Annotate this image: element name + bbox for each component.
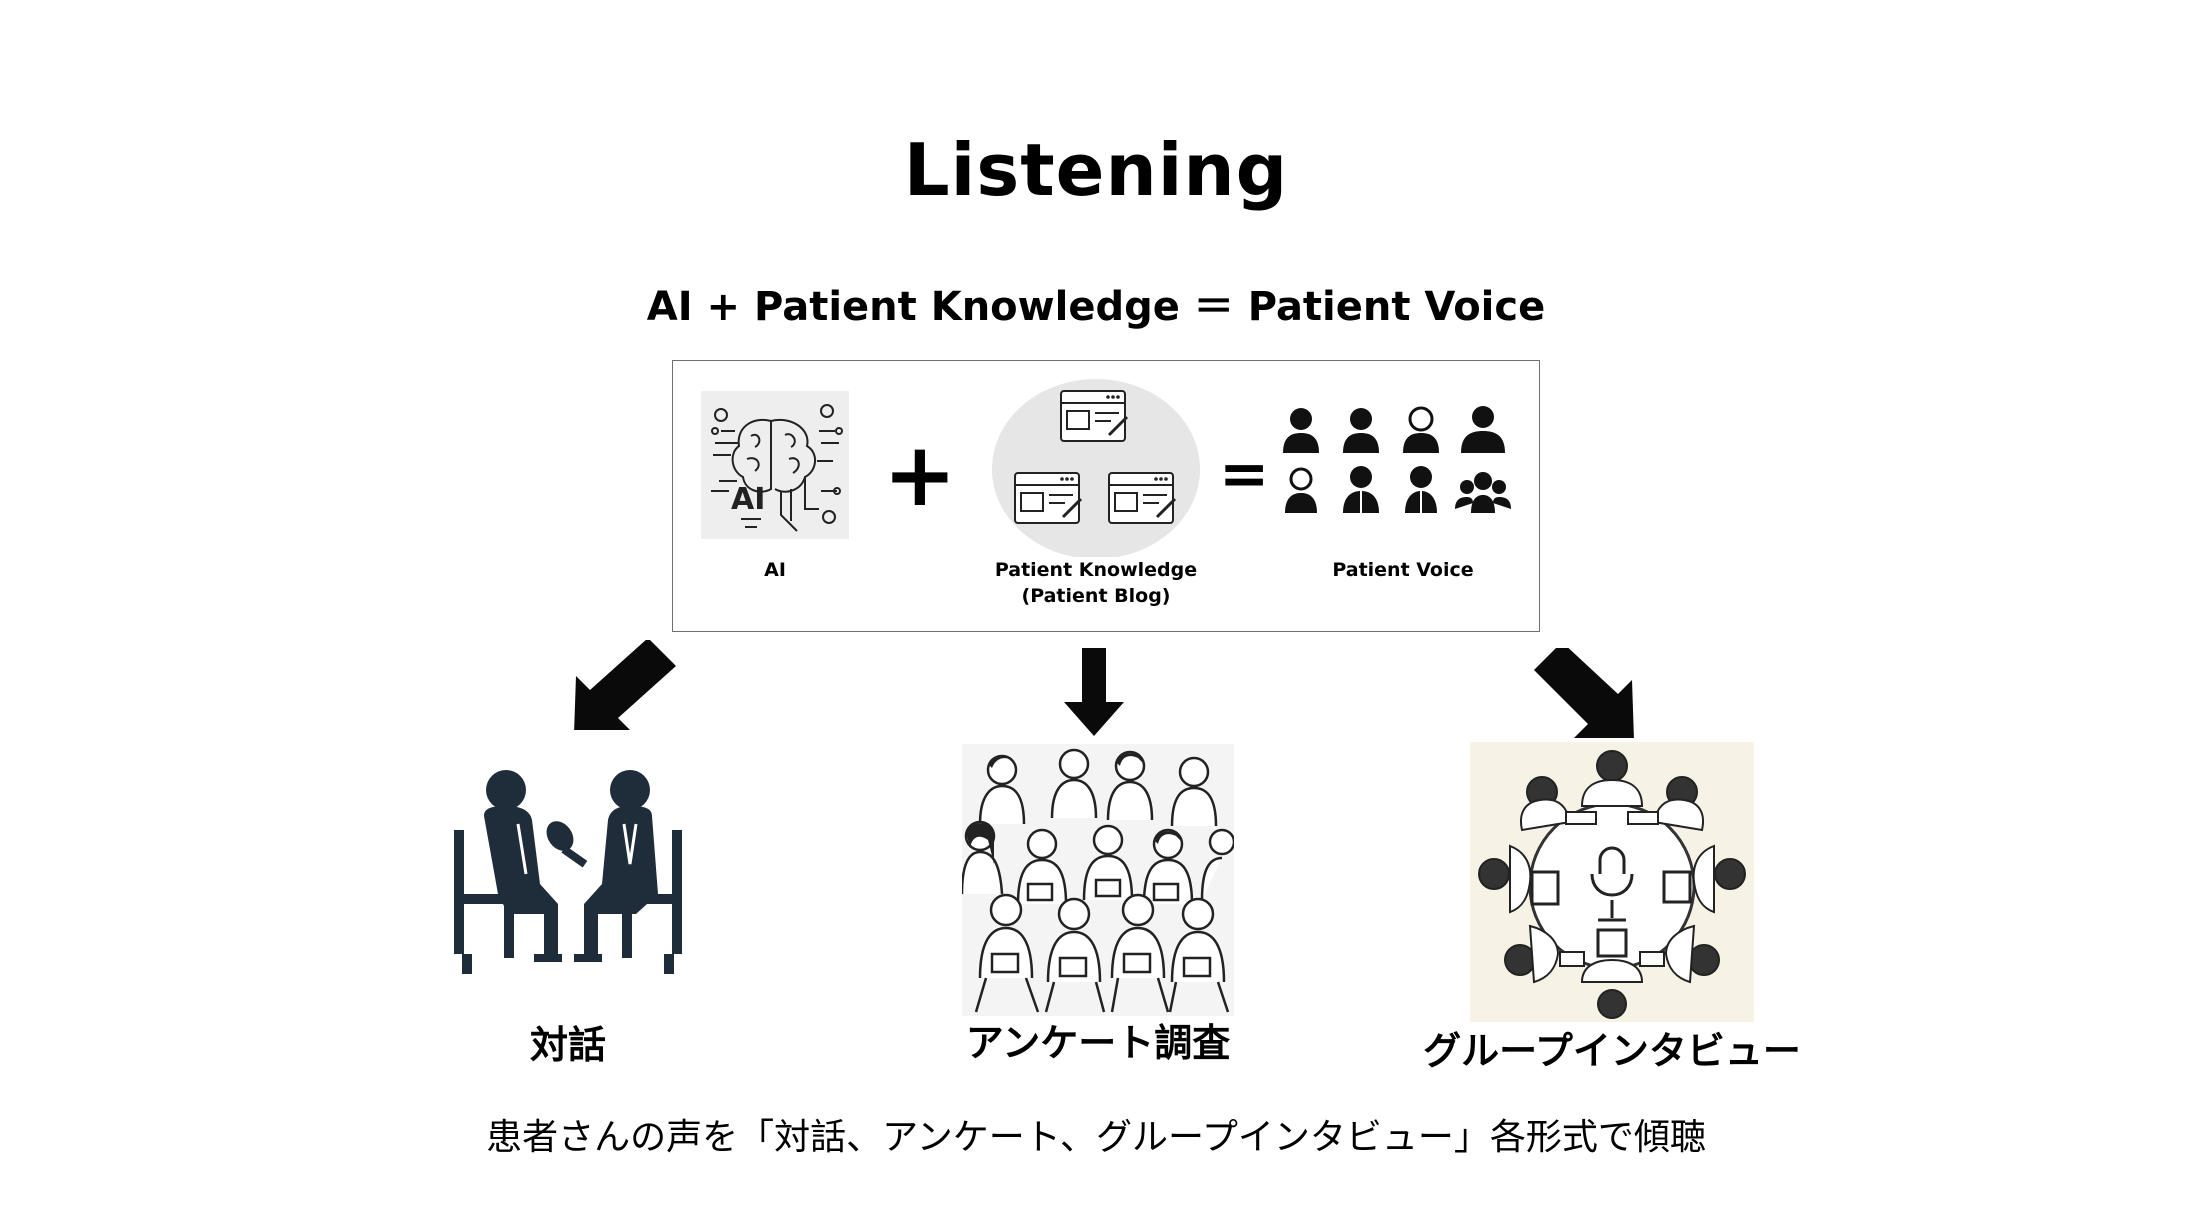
patient-voice-caption: Patient Voice [1332, 559, 1474, 581]
arrow-down-icon [1064, 648, 1124, 736]
knowledge-caption-line1: Patient Knowledge [994, 559, 1198, 581]
interview-icon [454, 770, 682, 974]
footer-text: 患者さんの声を「対話、アンケート、グループインタビュー」各形式で傾聴 [486, 1117, 1706, 1158]
method-survey [962, 744, 1234, 1016]
ai-brain-icon: AI [701, 391, 849, 539]
equation-heading: AI + Patient Knowledge ＝ Patient Voice [646, 284, 1546, 330]
group-interview-icon [1478, 750, 1746, 1019]
patient-voice-people-icon [1277, 403, 1517, 523]
method-label-interview: 対話 [529, 1023, 606, 1067]
survey-crowd-icon [962, 748, 1234, 1013]
method-interview [448, 764, 688, 994]
method-group-interview [1470, 742, 1754, 1022]
knowledge-caption-line2: (Patient Blog) [1021, 585, 1171, 607]
page-title: Listening [903, 128, 1289, 212]
ai-image-label: AI [731, 482, 765, 517]
arrow-down-right-icon [1534, 648, 1634, 738]
arrow-down-left-icon [574, 640, 676, 730]
patient-blog-icon [991, 377, 1201, 557]
method-label-survey: アンケート調査 [965, 1021, 1231, 1065]
ai-caption: AI [764, 559, 786, 581]
equals-sign: = [1219, 439, 1270, 509]
equation-box: AI AI + [672, 360, 1540, 632]
method-label-group-interview: グループインタビュー [1423, 1029, 1801, 1073]
patient-knowledge-caption: Patient Knowledge (Patient Blog) [973, 557, 1219, 609]
plus-sign: + [883, 423, 957, 526]
